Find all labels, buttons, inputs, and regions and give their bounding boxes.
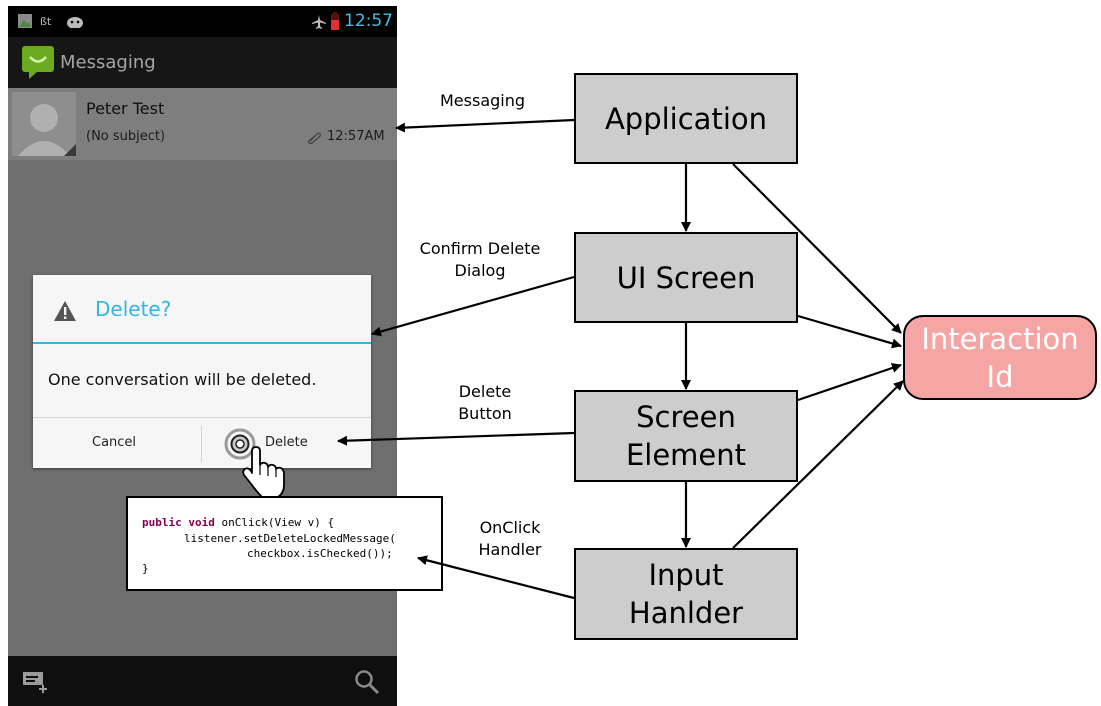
edge-label-messaging: Messaging [440,91,526,110]
svg-text:ßt: ßt [40,15,52,28]
edge-label-confirm-line1: Confirm Delete [419,239,541,258]
android-notification-icon [66,13,84,32]
arrow-input-handler-to-code [417,555,575,600]
cancel-button[interactable]: Cancel [33,418,201,469]
input-handler-label-line2: Hanlder [628,596,744,630]
conversation-list-item[interactable]: Peter Test (No subject) 12:57AM [8,88,397,160]
debug-notification-icon: ßt [40,13,58,33]
screen-element-label-line2: Element [625,438,747,472]
cancel-button-label: Cancel [92,435,137,450]
conversation-time: 12:57AM [327,129,385,144]
battery-low-icon [330,12,340,35]
warning-icon [53,300,77,326]
edge-label-delete-button: Delete Button [430,381,540,425]
button-divider [201,426,202,462]
edge-label-delete-line2: Button [458,404,512,423]
touch-target-icon [224,428,256,464]
arrow-screen-element-to-interaction-id [797,363,902,402]
code-line-3: checkbox.isChecked()); [247,547,393,560]
interaction-id-label-line2: Id [986,359,1014,394]
interaction-id-label-line1: Interaction [921,321,1079,356]
edge-label-confirm-line2: Dialog [454,261,506,280]
edge-label-confirm-delete-dialog: Confirm Delete Dialog [400,238,560,282]
code-line-1: public void onClick(View v) { [142,516,334,529]
edge-label-onclick-line1: OnClick [479,518,541,537]
ui-screen-node-label: UI Screen [616,260,756,295]
conversation-subject: (No subject) [86,129,166,144]
arrow-input-handler-to-interaction-id [732,380,904,549]
code-line-2: listener.setDeleteLockedMessage( [184,532,396,545]
input-handler-label-line1: Input [648,558,724,592]
app-title: Messaging [60,52,156,73]
status-bar: ßt 12:57 [8,6,397,37]
code-keywords: public void [142,516,215,529]
confirm-delete-dialog: Delete? One conversation will be deleted… [33,275,371,468]
input-handler-node: Input Hanlder [574,548,798,640]
screen-element-label-line1: Screen [636,400,736,434]
edge-label-onclick-line2: Handler [478,540,542,559]
screen-element-node: Screen Element [574,390,798,482]
application-node-label: Application [604,101,768,136]
pointing-hand-icon [238,445,294,505]
delete-button-label: Delete [265,435,308,450]
arrow-application-to-conversation [395,118,575,133]
dialog-button-bar: Cancel Delete [33,417,371,469]
dialog-title-divider [33,342,371,344]
onclick-code-snippet: public void onClick(View v) { listener.s… [126,496,443,591]
ui-screen-node: UI Screen [574,232,798,323]
attachment-icon [306,129,322,149]
airplane-mode-icon [311,14,327,34]
compose-new-message-icon[interactable] [23,670,49,698]
edge-label-onclick-handler: OnClick Handler [455,517,565,561]
dialog-title: Delete? [95,297,172,321]
code-method-signature: onClick(View v) { [214,516,335,529]
edge-label-delete-line1: Delete [458,382,512,401]
arrow-ui-screen-to-interaction-id [797,314,902,349]
delete-button[interactable]: Delete [202,418,371,469]
application-node: Application [574,73,798,164]
arrow-screen-element-to-delete-button [337,431,575,446]
messaging-app-icon[interactable] [21,45,55,83]
code-line-4: } [142,562,149,575]
contact-name: Peter Test [86,99,165,118]
image-notification-icon [18,13,32,32]
arrow-ui-screen-to-dialog [371,275,575,337]
status-time: 12:57 [344,11,393,31]
dialog-message: One conversation will be deleted. [48,370,317,389]
action-bar: Messaging [8,37,397,88]
search-icon[interactable] [354,669,380,699]
interaction-id-node: Interaction Id [903,315,1097,400]
arrow-application-to-interaction-id [732,163,902,334]
contact-avatar-icon [12,92,76,160]
bottom-action-bar [8,656,397,706]
